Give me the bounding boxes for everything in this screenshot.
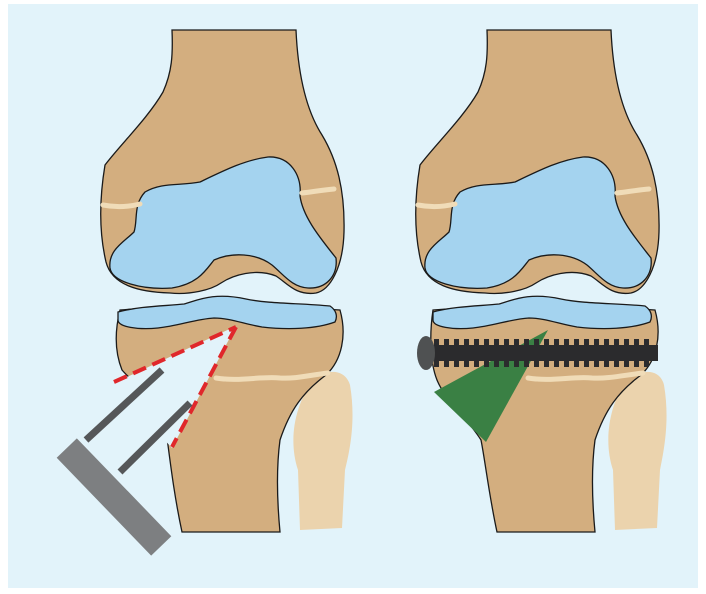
plate-tooth	[564, 339, 569, 367]
plate-tooth	[454, 339, 459, 367]
screw-head	[417, 336, 435, 370]
femur-growth-line-right	[418, 204, 455, 207]
plate-tooth	[544, 339, 549, 367]
plate-tooth	[584, 339, 589, 367]
plate-tooth	[474, 339, 479, 367]
plate-tooth	[514, 339, 519, 367]
plate-tooth	[524, 339, 529, 367]
plate-tooth	[644, 339, 649, 367]
plate-tooth	[594, 339, 599, 367]
plate-tooth	[534, 339, 539, 367]
plate-tooth	[624, 339, 629, 367]
femur-growth-line-left	[103, 204, 140, 207]
plate-tooth	[574, 339, 579, 367]
plate-tooth	[604, 339, 609, 367]
plate-bar	[428, 345, 658, 361]
plate-tooth	[614, 339, 619, 367]
plate-tooth	[484, 339, 489, 367]
plate-tooth	[504, 339, 509, 367]
plate-tooth	[444, 339, 449, 367]
plate-tooth	[464, 339, 469, 367]
plate-tooth	[494, 339, 499, 367]
plate-tooth	[554, 339, 559, 367]
plate-tooth	[634, 339, 639, 367]
